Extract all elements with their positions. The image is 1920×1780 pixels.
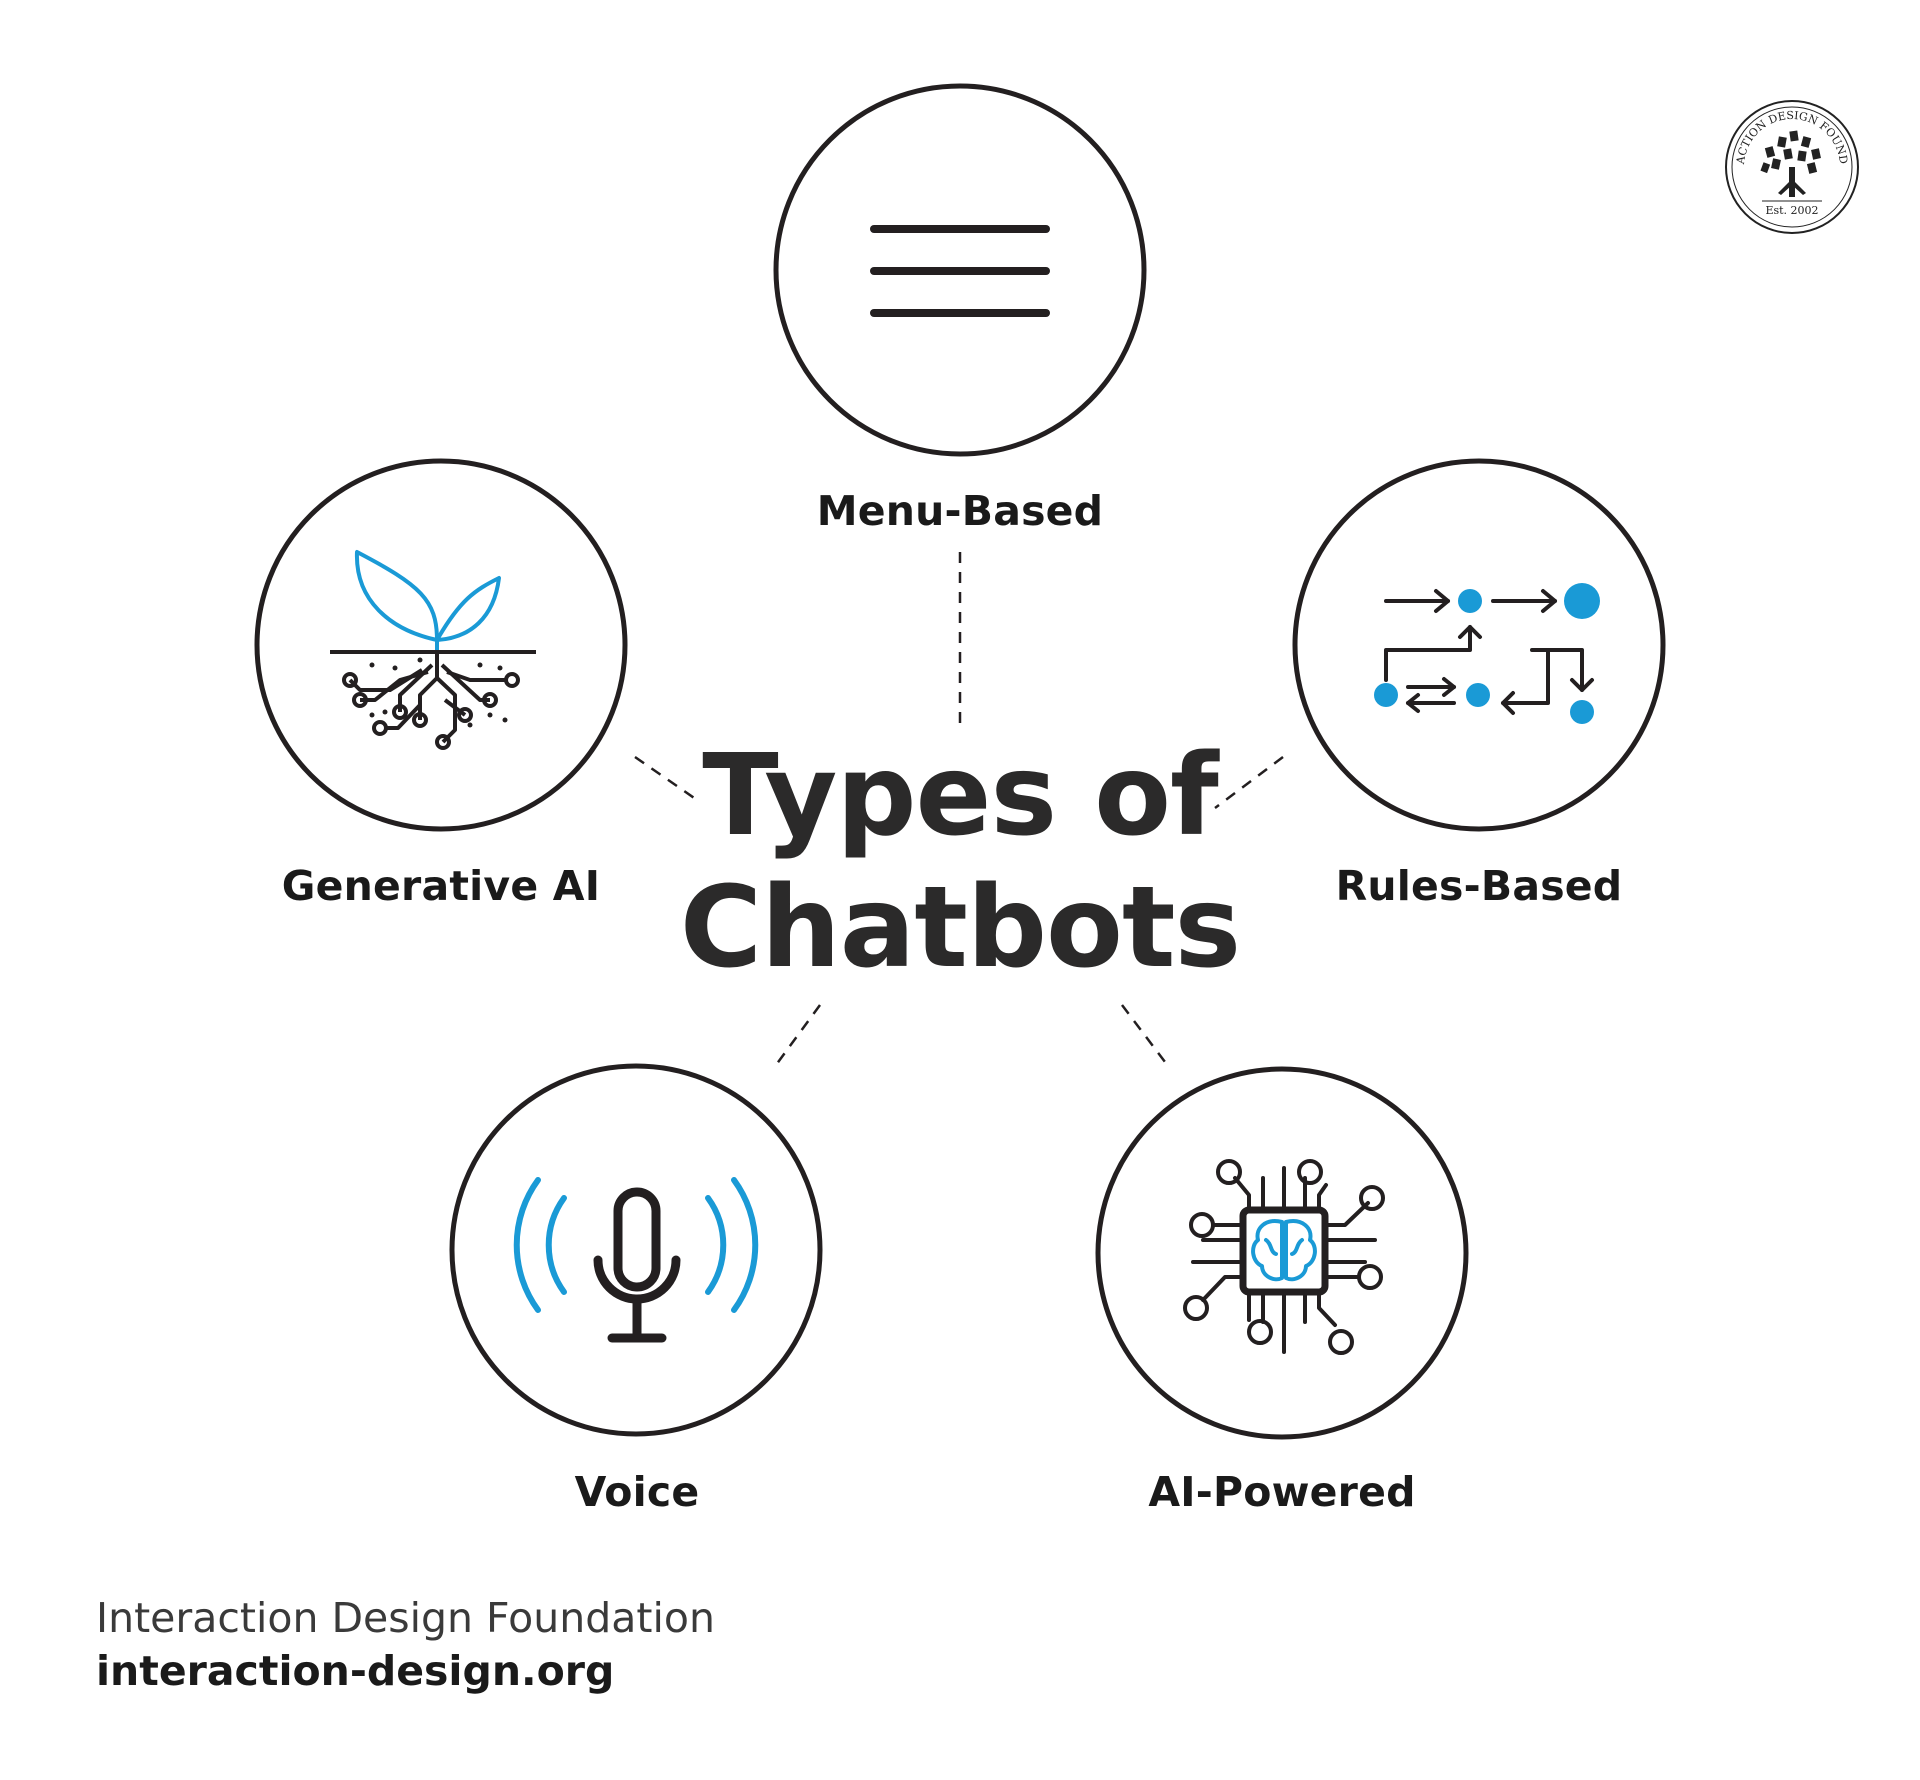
flow-arrows-icon — [1374, 583, 1600, 724]
connector-generative — [634, 755, 701, 804]
sprout-roots-icon — [330, 550, 536, 750]
circle-generative-ai — [254, 458, 628, 832]
circle-voice — [449, 1063, 823, 1437]
label-generative-ai: Generative AI — [281, 862, 601, 910]
label-menu-based: Menu-Based — [816, 487, 1104, 535]
connector-rules — [1214, 756, 1284, 809]
tree-icon — [1760, 130, 1821, 197]
microphone-icon — [513, 1177, 759, 1343]
menu-lines-icon — [870, 225, 1050, 317]
idf-logo: INTERACTION DESIGN FOUNDATION Est. 2002 — [1722, 97, 1859, 234]
logo-established: Est. 2002 — [1765, 204, 1818, 217]
title-line-1: Types of — [702, 731, 1219, 861]
label-ai-powered: AI-Powered — [1148, 1468, 1416, 1516]
title-line-2: Chatbots — [679, 863, 1241, 994]
footer-url[interactable]: interaction-design.org — [96, 1647, 615, 1696]
connector-voice — [774, 1004, 822, 1066]
footer-organization: Interaction Design Foundation — [96, 1594, 715, 1642]
circle-ai-powered — [1095, 1066, 1469, 1440]
label-voice: Voice — [574, 1468, 700, 1516]
label-rules-based: Rules-Based — [1335, 862, 1623, 910]
footer: Interaction Design Foundation interactio… — [96, 1592, 715, 1699]
circle-rules-based — [1292, 458, 1666, 832]
circle-menu-based — [773, 83, 1147, 457]
diagram-title: Types of Chatbots — [679, 730, 1241, 994]
connector-lines — [634, 552, 1284, 1066]
brain-chip-icon — [1183, 1159, 1385, 1355]
circles — [254, 83, 1666, 1440]
connector-ai-powered — [1121, 1004, 1166, 1063]
